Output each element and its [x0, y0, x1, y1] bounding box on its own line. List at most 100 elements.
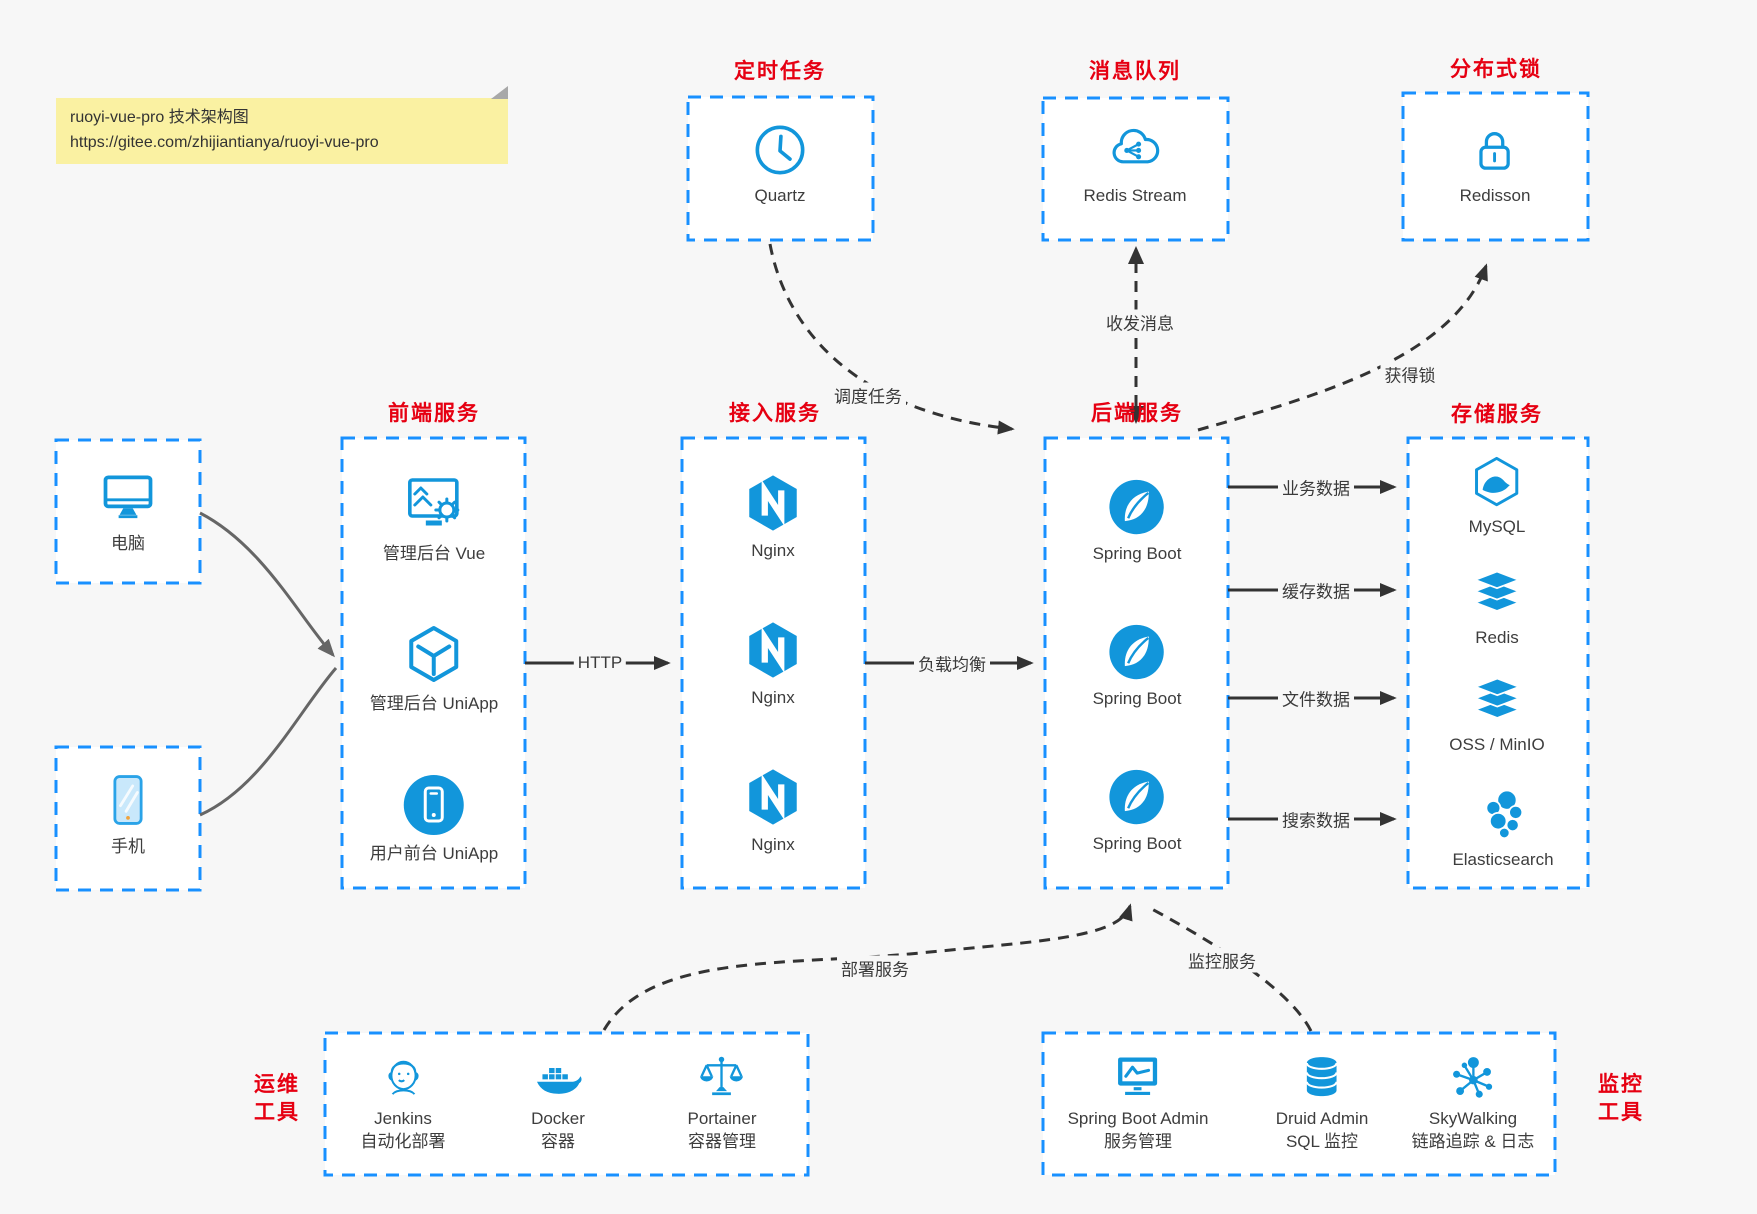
node-admin-vue: 管理后台 Vue [383, 473, 485, 564]
nginx-icon [749, 622, 797, 678]
node-docker: Docker 容器 [531, 1052, 585, 1152]
node-sublabel: 自动化部署 [360, 1132, 446, 1151]
elasticsearch-icon [1485, 789, 1523, 840]
node-nginx-2: Nginx [742, 619, 804, 708]
node-admin-uniapp: 管理后台 UniApp [370, 623, 498, 714]
note-fold-corner [491, 86, 508, 99]
node-label: Redisson [1459, 186, 1531, 205]
edge-label-load-balance: 负载均衡 [914, 650, 990, 676]
edge-label-search-data: 搜索数据 [1278, 806, 1354, 832]
node-label: SkyWalking [1428, 1109, 1518, 1128]
node-label: 电脑 [111, 534, 145, 553]
node-label: 用户前台 UniApp [369, 844, 499, 863]
node-mysql: MySQL [1468, 454, 1526, 537]
node-label: Nginx [751, 541, 795, 560]
node-oss-minio: OSS / MinIO [1449, 672, 1545, 755]
node-sublabel: 容器管理 [687, 1132, 756, 1151]
note-url: https://gitee.com/zhijiantianya/ruoyi-vu… [70, 133, 379, 151]
edge-label-schedule-task: 调度任务 [830, 382, 906, 408]
edge-label-cache-data: 缓存数据 [1278, 577, 1354, 603]
nginx-icon [749, 475, 797, 531]
node-redis: Redis [1469, 565, 1525, 648]
cloud-share-icon [1113, 128, 1160, 164]
redis-stack-icon [1472, 570, 1522, 612]
node-label: Redis Stream [1083, 186, 1187, 205]
node-label: Jenkins [374, 1109, 432, 1128]
node-portainer: Portainer 容器管理 [687, 1052, 756, 1152]
smartphone-icon [113, 775, 143, 825]
node-phone: 手机 [98, 770, 158, 857]
mq-box [1041, 96, 1230, 242]
jenkins-icon [387, 1060, 419, 1095]
docker-icon [536, 1068, 582, 1094]
node-spring-boot-admin: Spring Boot Admin 服务管理 [1067, 1052, 1209, 1152]
node-label: Redis [1475, 628, 1519, 647]
node-jenkins: Jenkins 自动化部署 [361, 1052, 446, 1152]
node-label: Nginx [751, 688, 795, 707]
edge-label-deploy-service: 部署服务 [837, 955, 913, 981]
spring-boot-icon [1109, 624, 1165, 680]
node-redisson: Redisson [1459, 121, 1531, 206]
spring-boot-icon [1109, 769, 1165, 825]
group-title-scheduler: 定时任务 [734, 60, 826, 83]
node-spring-boot-3: Spring Boot [1092, 767, 1182, 854]
node-label: Elasticsearch [1452, 850, 1554, 869]
node-label: 管理后台 Vue [382, 544, 486, 563]
edge-label-send-receive-msg: 收发消息 [1102, 309, 1178, 335]
group-title-backend: 后端服务 [1091, 402, 1183, 425]
portainer-icon [700, 1056, 744, 1096]
node-spring-boot-1: Spring Boot [1092, 477, 1182, 564]
node-sublabel: SQL 监控 [1285, 1132, 1359, 1151]
node-user-uniapp: 用户前台 UniApp [370, 773, 498, 864]
edge-label-monitor-service: 监控服务 [1184, 947, 1260, 973]
mysql-icon [1475, 456, 1519, 507]
note-title: ruoyi-vue-pro 技术架构图 [70, 109, 249, 126]
node-label: MySQL [1468, 517, 1526, 536]
edge-label-acquire-lock: 获得锁 [1380, 361, 1440, 387]
node-redis-stream: Redis Stream [1083, 121, 1187, 206]
node-sublabel: 链路追踪 & 日志 [1411, 1132, 1535, 1151]
node-label: Spring Boot [1092, 544, 1182, 563]
node-sublabel: 容器 [540, 1132, 575, 1151]
oss-stack-icon [1472, 677, 1522, 719]
node-label: Spring Boot [1092, 834, 1182, 853]
scheduler-box [686, 95, 875, 242]
node-nginx-1: Nginx [742, 472, 804, 561]
phone-to-frontend-curve [199, 667, 338, 817]
admin-vue-icon [408, 478, 460, 526]
node-nginx-3: Nginx [742, 766, 804, 855]
node-skywalking: SkyWalking 链路追踪 & 日志 [1411, 1052, 1535, 1152]
clock-icon [755, 125, 805, 175]
node-label: OSS / MinIO [1449, 735, 1545, 754]
user-app-phone-icon [403, 775, 464, 835]
ops-box [323, 1031, 810, 1177]
edge-label-biz-data: 业务数据 [1278, 474, 1354, 500]
node-label: Druid Admin [1275, 1109, 1369, 1128]
uniapp-cube-icon [409, 626, 459, 682]
druid-icon [1306, 1057, 1338, 1097]
desktop-icon [103, 475, 153, 519]
group-title-storage: 存储服务 [1451, 403, 1543, 426]
node-label: Quartz [754, 186, 806, 205]
node-spring-boot-2: Spring Boot [1092, 622, 1182, 709]
skywalking-icon [1453, 1057, 1493, 1098]
spring-boot-icon [1109, 479, 1165, 535]
msg-arrowhead-down [1128, 406, 1144, 424]
group-title-gateway: 接入服务 [729, 402, 821, 425]
node-label: 手机 [111, 837, 145, 856]
group-title-lock: 分布式锁 [1450, 58, 1542, 81]
node-label: Spring Boot Admin [1067, 1109, 1209, 1128]
monitoring-box [1041, 1031, 1557, 1177]
nginx-icon [749, 769, 797, 825]
edge-label-http: HTTP [573, 653, 627, 673]
schedule-task-curve [768, 243, 1015, 435]
node-label: Nginx [751, 835, 795, 854]
node-pc: 电脑 [98, 467, 158, 554]
node-label: 管理后台 UniApp [369, 694, 499, 713]
deploy-service-curve [602, 903, 1133, 1031]
node-label: Spring Boot [1092, 689, 1182, 708]
group-title-mq: 消息队列 [1089, 60, 1181, 83]
msg-arrowhead-up [1128, 246, 1144, 264]
group-title-frontend: 前端服务 [388, 402, 480, 425]
